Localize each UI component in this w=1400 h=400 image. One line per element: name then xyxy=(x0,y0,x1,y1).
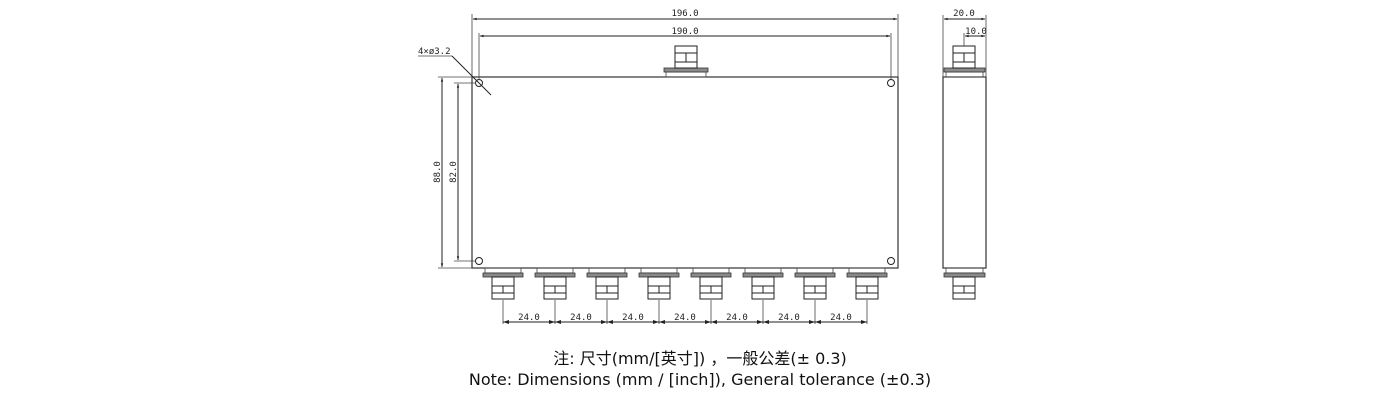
dim-depth: 20.0 xyxy=(953,9,975,19)
dim-overall-width: 196.0 xyxy=(671,9,698,19)
dim-pitch-4: 24.0 xyxy=(674,313,696,323)
output-connector-6 xyxy=(742,267,784,324)
mounting-hole-bottom-right xyxy=(887,257,895,265)
dim-hole-spacing-height: 82.0 xyxy=(449,161,459,183)
dim-pitch-2: 24.0 xyxy=(570,313,592,323)
side-body xyxy=(942,76,987,269)
dim-overall-height: 88.0 xyxy=(433,161,443,183)
side-view: 20.0 10.0 xyxy=(942,9,987,300)
input-connector xyxy=(663,45,709,78)
output-connector-8 xyxy=(846,267,888,324)
side-input-connector xyxy=(943,45,986,78)
dim-connector-offset: 10.0 xyxy=(965,27,987,37)
dim-pitch-6: 24.0 xyxy=(778,313,800,323)
dim-pitch-5: 24.0 xyxy=(726,313,748,323)
output-connector-5 xyxy=(690,267,732,324)
splitter-body xyxy=(471,76,899,269)
output-connector-2 xyxy=(534,267,576,324)
note-chinese: 注: 尺寸(mm/[英寸]) ，一般公差(± 0.3) xyxy=(553,349,847,368)
output-connectors xyxy=(482,267,888,324)
dim-pitch-1: 24.0 xyxy=(518,313,540,323)
front-view: 196.0 190.0 4×ø3.2 88.0 82.0 xyxy=(418,9,899,324)
output-connector-1 xyxy=(482,267,524,324)
note-english: Note: Dimensions (mm / [inch]), General … xyxy=(468,370,932,389)
dim-mounting-holes: 4×ø3.2 xyxy=(418,47,451,57)
output-connector-7 xyxy=(794,267,836,324)
output-connector-3 xyxy=(586,267,628,324)
side-output-connector xyxy=(943,267,986,300)
dim-pitch-7: 24.0 xyxy=(830,313,852,323)
output-connector-4 xyxy=(638,267,680,324)
dim-pitch-3: 24.0 xyxy=(622,313,644,323)
dim-hole-spacing-width: 190.0 xyxy=(671,27,698,37)
